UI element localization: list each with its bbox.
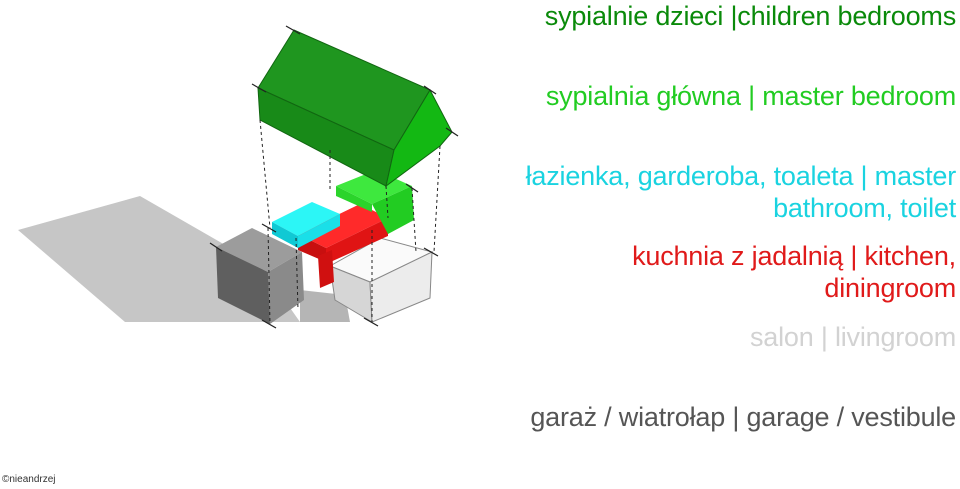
corner-ticks [209,25,459,329]
master-right-face [372,186,414,234]
legend-kitchen-line2: diningroom [824,273,956,303]
kitchen-right-face [326,218,388,264]
garage-right-face [268,252,304,324]
legend-garage: garaż / wiatrołap | garage / vestibule [530,402,956,432]
legend-master-bedroom: sypialnia główna | master bedroom [545,81,956,111]
garage-top [216,228,302,272]
legend-bathroom: łazienka, garderoba, toaleta | master ba… [525,160,957,224]
legend-kitchen-line1: kuchnia z jadalnią | kitchen, [632,241,956,271]
kitchen-top [298,204,388,248]
bath-top [272,202,340,236]
kitchen-column [318,250,334,288]
living-right-face [369,251,433,323]
projection-lines [259,119,441,325]
legend-bathroom-line1: łazienka, garderoba, toaleta | master [525,161,957,191]
credit-text: ©nieandrzej [2,474,56,485]
legend-kitchen: kuchnia z jadalnią | kitchen, diningroom [632,240,956,304]
master-left-face [336,186,372,212]
legend-children-bedrooms: sypialnie dzieci |children bedrooms [544,1,956,31]
legend-livingroom: salon | livingroom [749,322,956,352]
house-massing-diagram [18,25,459,329]
bath-right-face [298,214,340,248]
legend-bathroom-line2: bathroom, toilet [773,193,956,223]
bath-left-face [272,222,298,248]
roof-gable-face [385,88,453,188]
garage-left-face [216,247,270,324]
